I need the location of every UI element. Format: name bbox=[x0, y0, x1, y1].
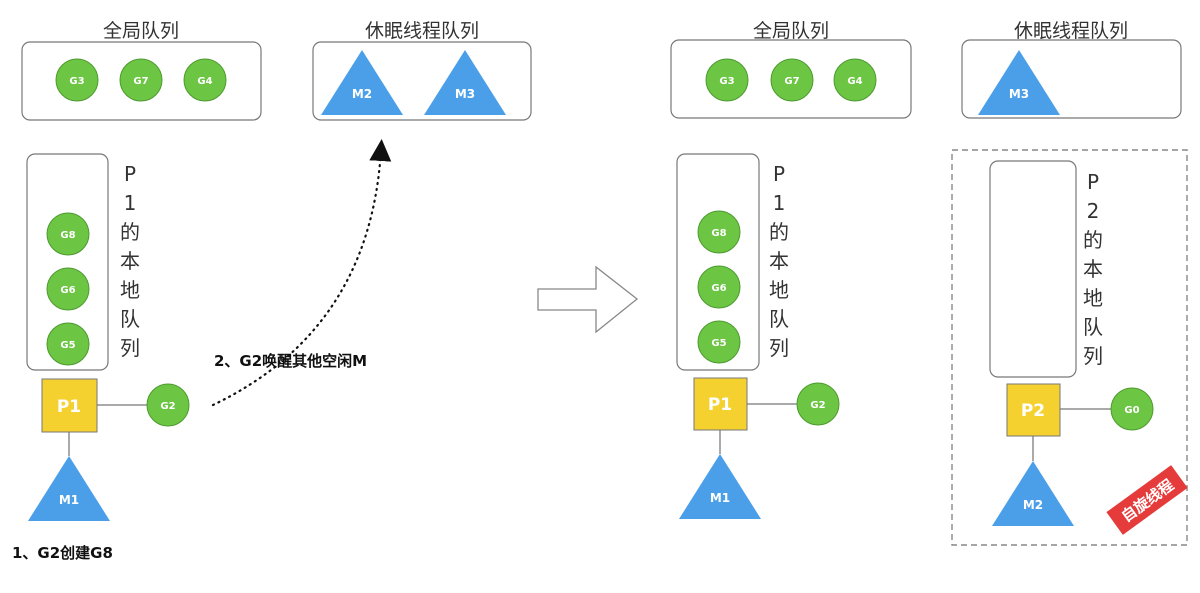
goroutine-left-g3 bbox=[55, 58, 99, 102]
right-local-queue-box bbox=[676, 153, 760, 371]
goroutine-label: G5 bbox=[60, 340, 75, 351]
processor-label: P2 bbox=[1021, 401, 1045, 421]
goroutine-right-g7 bbox=[770, 58, 814, 102]
goroutine-left-g8 bbox=[46, 212, 90, 256]
goroutine-label: G5 bbox=[711, 338, 726, 349]
goroutine-label: G4 bbox=[197, 76, 212, 87]
right-local-queue-label: P1的本地队列 bbox=[769, 162, 789, 360]
thread-label: M2 bbox=[1023, 498, 1043, 512]
left-sleep-queue-title: 休眠线程队列 bbox=[364, 20, 480, 42]
right-sleep-queue-title: 休眠线程队列 bbox=[1013, 20, 1129, 42]
goroutine-left-g7 bbox=[119, 58, 163, 102]
left-local-queue-box bbox=[26, 153, 109, 371]
thread-label: M3 bbox=[1009, 87, 1029, 101]
transition-arrow bbox=[537, 265, 639, 334]
goroutine-left-g6 bbox=[46, 267, 90, 311]
spinning-thread-stamp: 自旋线程 bbox=[1106, 465, 1188, 535]
goroutine-right-g3 bbox=[705, 58, 749, 102]
goroutine-label: G8 bbox=[711, 228, 726, 239]
goroutine-label: G7 bbox=[133, 76, 148, 87]
thread-label: M3 bbox=[455, 87, 475, 101]
step-2-label: 2、G2唤醒其他空闲M bbox=[214, 352, 368, 370]
step-1-label: 1、G2创建G8 bbox=[12, 544, 113, 562]
processor-right-p1 bbox=[693, 377, 748, 431]
right-global-queue-title: 全局队列 bbox=[752, 20, 830, 42]
goroutine-left-g5 bbox=[46, 322, 90, 366]
goroutine-label: G6 bbox=[60, 285, 75, 296]
thread-left-m2 bbox=[321, 50, 403, 115]
goroutine-label: G7 bbox=[784, 76, 799, 87]
processor-label: P1 bbox=[57, 397, 81, 417]
thread-spin-m2 bbox=[992, 461, 1074, 526]
thread-right-m3 bbox=[978, 50, 1060, 115]
thread-left-m1 bbox=[28, 456, 110, 521]
p2-local-queue-box bbox=[989, 160, 1077, 378]
thread-left-m3 bbox=[424, 50, 506, 115]
goroutine-label: G8 bbox=[60, 230, 75, 241]
goroutine-right-g5 bbox=[697, 320, 741, 364]
goroutine-left-g4 bbox=[183, 58, 227, 102]
thread-label: M1 bbox=[710, 491, 730, 505]
goroutine-label: G2 bbox=[810, 400, 825, 411]
goroutine-right-g6 bbox=[697, 265, 741, 309]
goroutine-label: G6 bbox=[711, 283, 726, 294]
thread-label: M2 bbox=[352, 87, 372, 101]
goroutine-right-g8 bbox=[697, 210, 741, 254]
goroutine-label: G4 bbox=[847, 76, 862, 87]
p2-local-queue-label: P2的本地队列 bbox=[1083, 170, 1103, 368]
goroutine-label: G0 bbox=[1124, 405, 1139, 416]
wakeup-dotted-arrow bbox=[211, 139, 392, 407]
spinning-thread-group bbox=[951, 149, 1188, 546]
goroutine-label: G3 bbox=[69, 76, 84, 87]
goroutine-left-g2 bbox=[146, 383, 190, 427]
thread-label: M1 bbox=[59, 493, 79, 507]
goroutine-right-g2 bbox=[796, 382, 840, 426]
goroutine-label: G3 bbox=[719, 76, 734, 87]
goroutine-g0 bbox=[1110, 387, 1154, 431]
processor-label: P1 bbox=[708, 395, 732, 415]
thread-right-m1 bbox=[679, 454, 761, 519]
goroutine-label: G2 bbox=[160, 401, 175, 412]
left-global-queue-title: 全局队列 bbox=[102, 20, 180, 42]
goroutine-right-g4 bbox=[833, 58, 877, 102]
processor-p2 bbox=[1006, 383, 1061, 437]
processor-left-p1 bbox=[41, 378, 98, 433]
left-local-queue-label: P1的本地队列 bbox=[120, 162, 140, 360]
